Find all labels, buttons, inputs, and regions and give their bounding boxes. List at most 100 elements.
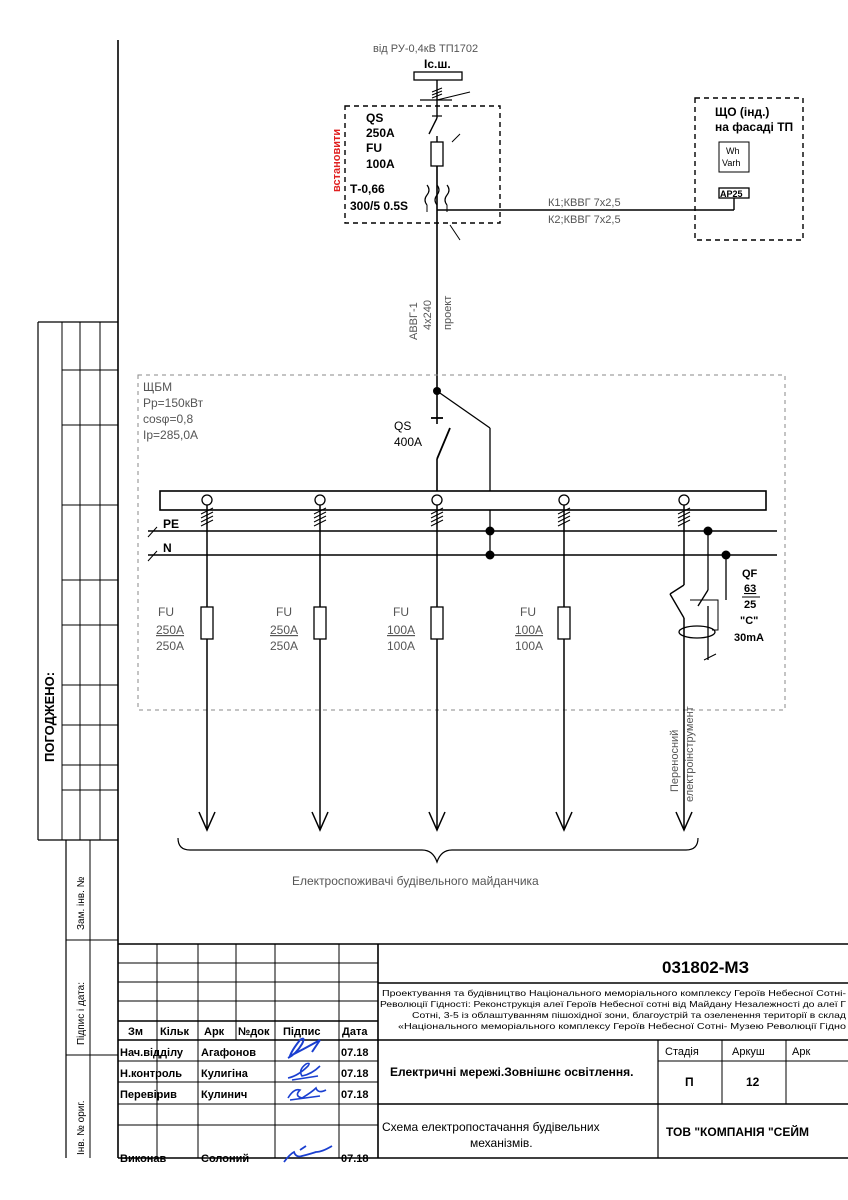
role-3: Перевірив <box>120 1089 177 1101</box>
feeder-2-rating-2: 250A <box>270 639 298 653</box>
cable-k1-label: К1;КВВГ 7х2,5 <box>548 197 621 209</box>
feeder-3-arrow <box>428 811 446 832</box>
feeder-4-rating-2: 100A <box>515 639 543 653</box>
date-2: 07.18 <box>341 1068 369 1080</box>
feeder-1-fu: FU <box>158 605 174 619</box>
rcd-frame: 63 <box>744 583 756 595</box>
signature-2 <box>287 1062 321 1081</box>
main-cable-note: проект <box>442 296 454 330</box>
feeder-1: FU 250A 250A <box>156 494 216 832</box>
main-qs-rating: 400A <box>394 435 422 449</box>
sheet-value: 12 <box>746 1075 760 1089</box>
feed-input: від РУ-0,4кВ ТП1702 Іс.ш. <box>373 43 478 112</box>
feeder-3-rating-1: 100A <box>387 623 415 637</box>
feeder-4-arrow <box>555 811 573 832</box>
inv-orig-label: Інв. № ориг. <box>76 1100 87 1155</box>
input-switch-blade <box>428 117 438 135</box>
meter-panel: ЩО (інд.) на фасаді ТП Wh Varh AP25 К1;К… <box>437 97 804 241</box>
feeder-rcd: QF 63 25 "C" 30mA Переносний електроінст… <box>669 494 764 832</box>
feeder-4-fuse <box>557 606 571 640</box>
main-board: ЩБМ Рр=150кВт cosφ=0,8 Ір=285,0А QS 400A… <box>137 374 786 711</box>
sheet-title-1: Схема електропостачання будівельних <box>382 1120 600 1134</box>
name-1: Агафонов <box>201 1047 256 1059</box>
rcd-load-1: Переносний <box>669 730 681 792</box>
col-header-doc: №док <box>238 1026 270 1038</box>
meter-panel-title-2: на фасаді ТП <box>715 120 793 134</box>
name-3: Кулинич <box>201 1089 247 1101</box>
title-block: 031802-МЗ Проектування та будівництво На… <box>118 943 848 1165</box>
ct-ratio-label: 300/5 0.5S <box>350 199 408 213</box>
col-header-sheet: Арк <box>204 1026 225 1038</box>
main-cable-type: АВВГ-1 <box>408 302 420 340</box>
feeder-3-fu: FU <box>393 605 409 619</box>
rcd-rating: 25 <box>744 599 756 611</box>
rcd-transformer <box>678 625 716 639</box>
signature-1 <box>287 1037 321 1059</box>
board-name: ЩБМ <box>143 380 172 394</box>
feed-section-label: Іс.ш. <box>424 57 451 71</box>
rcd-load-2: електроінструмент <box>684 706 696 802</box>
feeder-3-rating-2: 100A <box>387 639 415 653</box>
meter-wh-label: Wh <box>726 146 740 156</box>
meter-symbol <box>718 141 750 173</box>
sheets-header: Арк <box>792 1046 810 1058</box>
busbar-stub <box>413 71 463 81</box>
input-panel: встановити QS 250A FU 100A Т-0,66 300/5 … <box>331 105 501 300</box>
feeder-1-fuse <box>200 606 214 640</box>
consumers-label: Електроспоживачі будівельного майданчика <box>292 874 539 888</box>
install-note: встановити <box>331 129 343 192</box>
feeder-3: FU 100A 100A <box>387 494 446 832</box>
name-4: Солоний <box>201 1153 249 1165</box>
stage-value: П <box>685 1075 694 1089</box>
signature-3 <box>287 1086 327 1101</box>
input-fuse-symbol <box>430 141 444 167</box>
board-power: Рр=150кВт <box>143 396 204 410</box>
consumers-brace: Електроспоживачі будівельного майданчика <box>177 837 699 888</box>
sheet-title-2: механізмів. <box>470 1136 533 1150</box>
date-1: 07.18 <box>341 1047 369 1059</box>
project-line-3: Сотні, 3-5 із облаштуванням пішохідної з… <box>412 1010 846 1020</box>
feeder-4-fu: FU <box>520 605 536 619</box>
col-header-date: Дата <box>342 1026 368 1038</box>
feeder-2-fu: FU <box>276 605 292 619</box>
main-switch-blade <box>436 427 451 460</box>
n-label: N <box>163 541 172 555</box>
date-4: 07.18 <box>341 1153 369 1165</box>
ct-type-label: Т-0,66 <box>350 182 385 196</box>
section-title: Електричні мережі.Зовнішнє освітлення. <box>390 1065 633 1079</box>
name-2: Кулигіна <box>201 1068 249 1080</box>
feeder-1-rating-1: 250A <box>156 623 184 637</box>
feeder-3-fuse <box>430 606 444 640</box>
role-1: Нач.відділу <box>120 1047 184 1059</box>
meter-tag: AP25 <box>720 189 743 199</box>
meter-panel-title-1: ЩО (інд.) <box>715 105 769 119</box>
feeder-1-rating-2: 250A <box>156 639 184 653</box>
ct-symbol <box>424 184 450 206</box>
feeder-4-rating-1: 100A <box>515 623 543 637</box>
col-header-qty: Кільк <box>160 1026 190 1038</box>
input-fu-rating: 100A <box>366 157 395 171</box>
board-cos: cosφ=0,8 <box>143 412 193 426</box>
main-cable: АВВГ-1 4х240 проект <box>408 296 454 418</box>
rcd-blade-2 <box>697 589 709 607</box>
role-4: Виконав <box>120 1153 167 1165</box>
col-header-zm: Зм <box>128 1026 143 1038</box>
input-qs-label: QS <box>366 111 383 125</box>
left-stamp-strip: ПОГОДЖЕНО: Зам. інв. № Підпис і дата: Ін… <box>37 40 119 1158</box>
input-qs-rating: 250A <box>366 126 395 140</box>
feeder-2-arrow <box>311 811 329 832</box>
sign-date-label: Підпис і дата: <box>76 982 87 1045</box>
drawing-code: 031802-МЗ <box>662 958 749 977</box>
sheet-header: Аркуш <box>732 1046 765 1058</box>
meter-varh-label: Varh <box>722 158 740 168</box>
rcd-curve: "C" <box>740 615 758 627</box>
pe-label: PE <box>163 517 179 531</box>
date-3: 07.18 <box>341 1089 369 1101</box>
feeder-2-fuse <box>313 606 327 640</box>
feeder-2: FU 250A 250A <box>270 494 329 832</box>
project-line-4: «Національного меморіального комплексу Г… <box>398 1021 846 1031</box>
stage-header: Стадія <box>665 1046 699 1058</box>
inv-zam-label: Зам. інв. № <box>76 876 87 930</box>
main-cable-size: 4х240 <box>422 300 434 330</box>
